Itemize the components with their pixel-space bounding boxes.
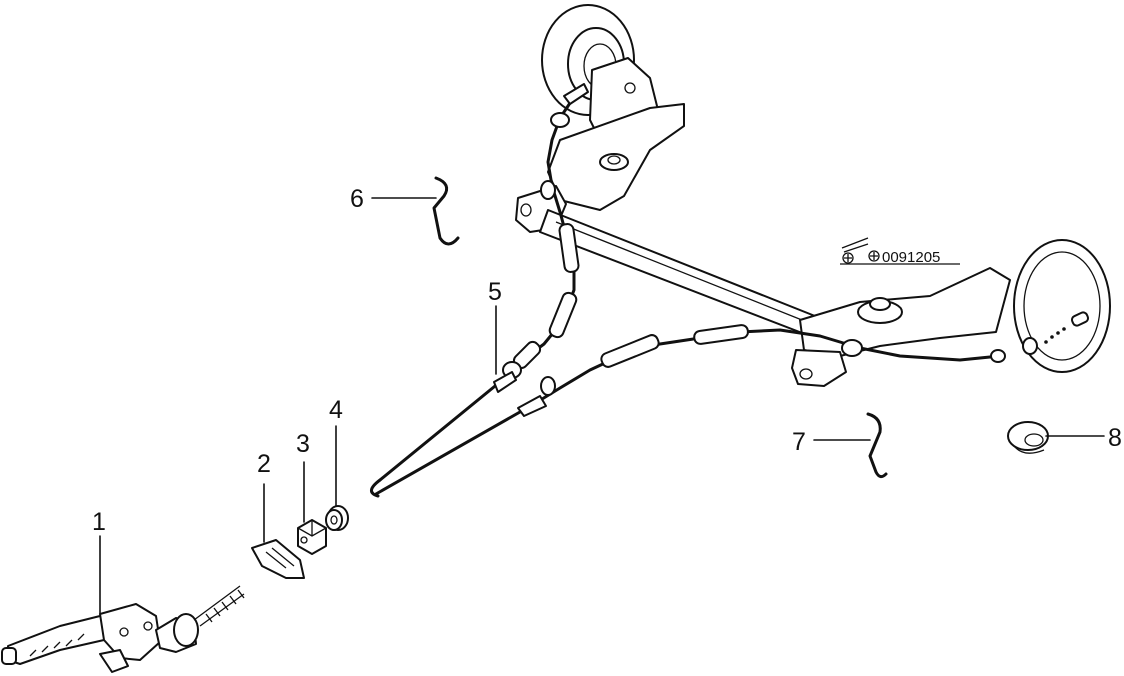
leader-lines [99, 197, 1105, 615]
drawing-code: 0091205 [840, 237, 960, 266]
upper-drum-cable [378, 98, 576, 482]
callout-7: 7 [792, 428, 806, 456]
retaining-ring [1007, 421, 1049, 454]
clip-7 [866, 412, 888, 479]
lever-body [99, 603, 161, 661]
adjusting-nut [297, 519, 327, 555]
parking-brake-cables [370, 83, 1006, 498]
callout-3: 3 [296, 430, 310, 458]
callout-2: 2 [257, 450, 271, 478]
right-brake-drum [1013, 239, 1111, 373]
hand-brake-lever [1, 585, 245, 673]
axle-beam [539, 209, 821, 337]
lock-nut [325, 505, 349, 531]
lower-pivot-bracket [791, 349, 847, 387]
callout-5: 5 [488, 278, 502, 306]
equalizer [251, 539, 305, 579]
callout-1: 1 [92, 508, 106, 536]
clip-6 [432, 176, 460, 246]
lower-trailing-arm [799, 267, 1011, 357]
callout-labels: 1 2 3 4 5 6 7 8 [92, 185, 1122, 536]
callout-8: 8 [1108, 424, 1122, 452]
callout-6: 6 [350, 185, 364, 213]
cable-loop [370, 478, 382, 498]
callout-4: 4 [329, 396, 343, 424]
lower-drum-cable [374, 328, 1002, 496]
rear-axle-assembly [515, 4, 1111, 387]
drawing-code-text: 0091205 [882, 249, 940, 266]
